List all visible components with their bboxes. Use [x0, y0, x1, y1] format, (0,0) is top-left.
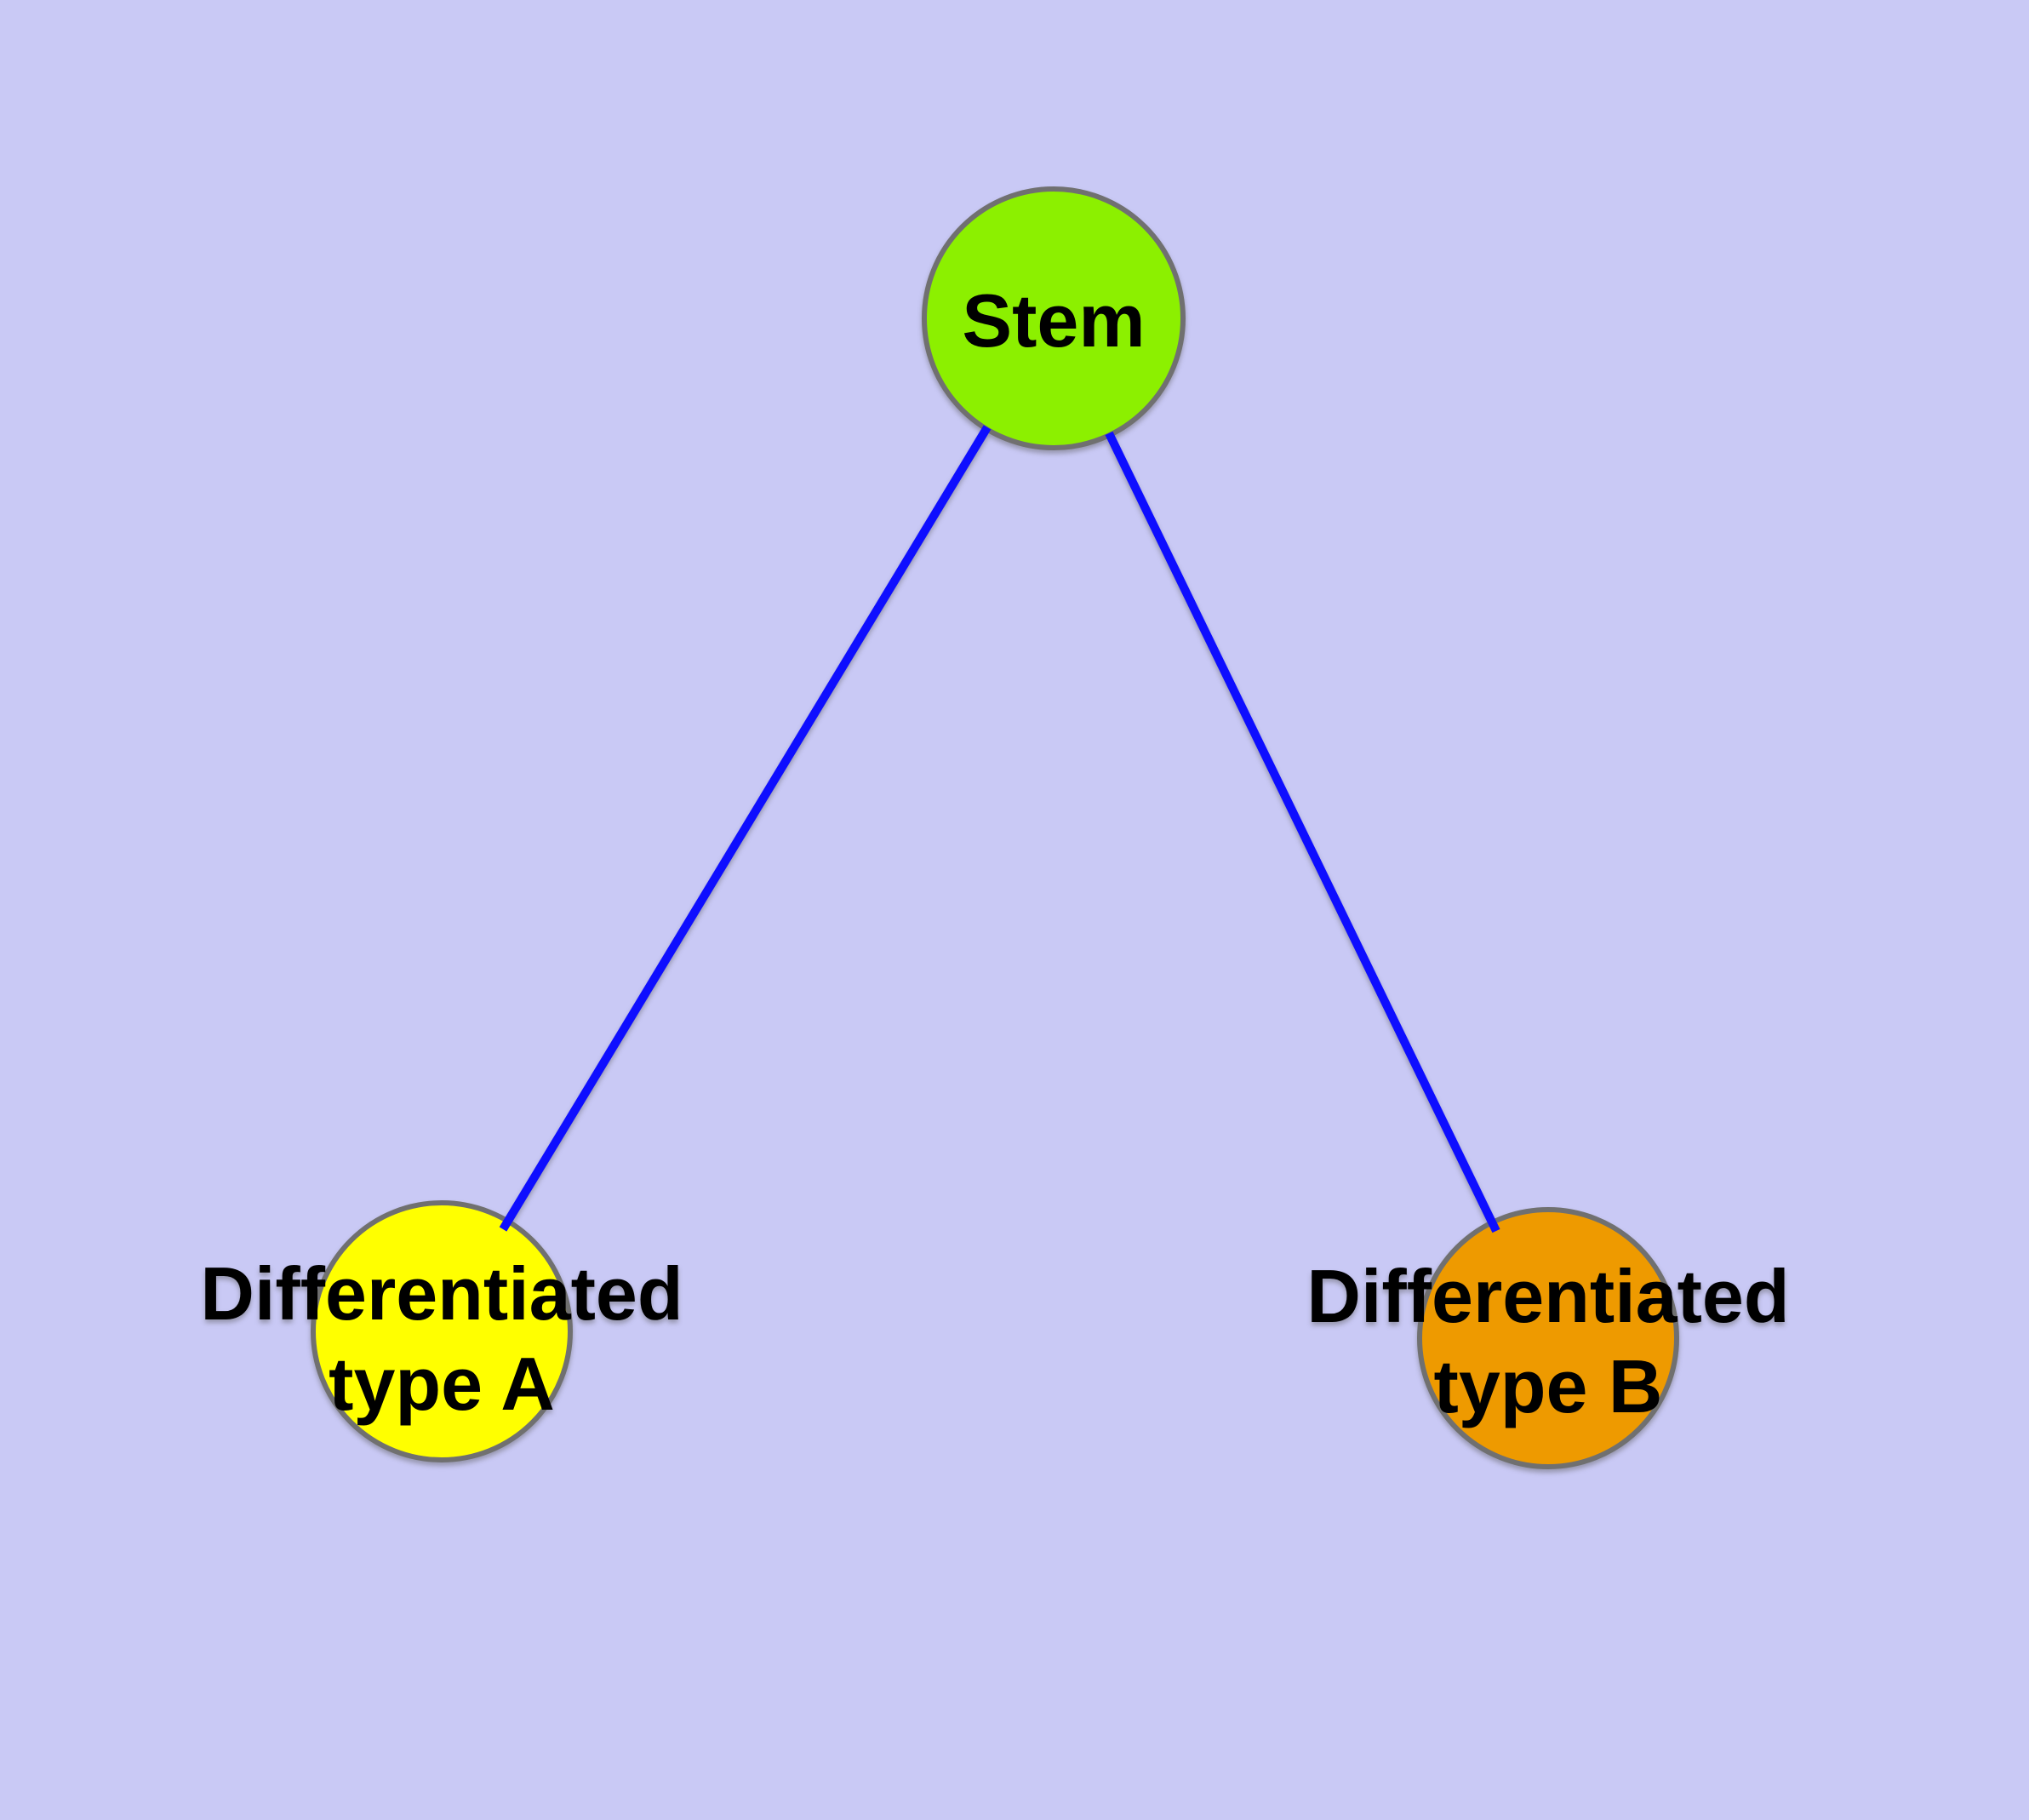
node-stem: [922, 186, 1186, 450]
node-differentiated-type-a-label-line2: type A: [329, 1342, 555, 1426]
node-differentiated-type-b: [1417, 1207, 1679, 1469]
edge-stem-to-type-b: [1105, 431, 1500, 1233]
edge-stem-to-type-a: [499, 425, 992, 1232]
node-differentiated-type-b-label-line1: Differentiated: [1306, 1254, 1789, 1338]
node-differentiated-type-b-label-line2: type B: [1434, 1344, 1663, 1428]
node-stem-circle: [922, 186, 1186, 450]
node-differentiated-type-a-circle: [311, 1200, 573, 1462]
node-differentiated-type-a-label-line1: Differentiated: [200, 1251, 683, 1336]
node-differentiated-type-b-circle: [1417, 1207, 1679, 1469]
node-differentiated-type-a: [311, 1200, 573, 1462]
node-stem-label: Stem: [962, 278, 1145, 363]
